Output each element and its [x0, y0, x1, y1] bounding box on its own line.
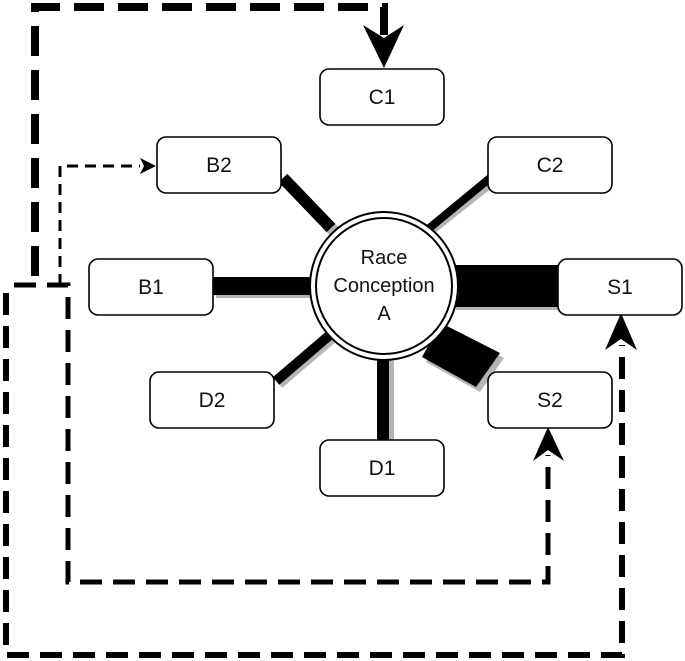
arrowhead-c1	[363, 25, 404, 68]
arrowhead-s1	[605, 313, 637, 350]
center-label-line3: A	[377, 303, 391, 325]
connector-s2	[422, 323, 500, 387]
connector-c2	[424, 174, 493, 234]
node-s1-label: S1	[607, 276, 633, 299]
dashed-loop-to-s1	[3, 293, 625, 658]
node-c1-label: C1	[369, 86, 396, 109]
dashed-loop-to-b2	[58, 164, 140, 285]
center-label-line2: Conception	[333, 275, 434, 297]
arrowhead-b2	[140, 158, 156, 174]
node-c2: C2	[487, 136, 613, 194]
dashed-connectors	[3, 3, 625, 658]
connector-d2	[272, 330, 335, 385]
center-node: Race Conception A	[309, 211, 459, 361]
node-d1: D1	[319, 439, 445, 497]
connector-b2	[278, 173, 336, 233]
node-s2-label: S2	[537, 389, 563, 412]
node-d1-label: D1	[369, 457, 396, 480]
connectors	[213, 173, 558, 440]
arrowhead-s2	[533, 427, 564, 461]
node-b2: B2	[156, 136, 282, 194]
node-d2-label: D2	[199, 389, 226, 412]
node-b2-label: B2	[206, 154, 232, 177]
dashed-loop-to-s2	[14, 282, 551, 585]
dashed-loop-to-c1	[31, 3, 388, 276]
node-c1: C1	[319, 68, 445, 126]
node-s1: S1	[557, 258, 683, 316]
arrowheads	[140, 25, 637, 461]
node-s2: S2	[487, 371, 613, 429]
node-b1: B1	[88, 258, 214, 316]
node-d2: D2	[149, 371, 275, 429]
node-b1-label: B1	[138, 276, 164, 299]
center-label-line1: Race	[361, 247, 408, 269]
node-c2-label: C2	[537, 154, 564, 177]
